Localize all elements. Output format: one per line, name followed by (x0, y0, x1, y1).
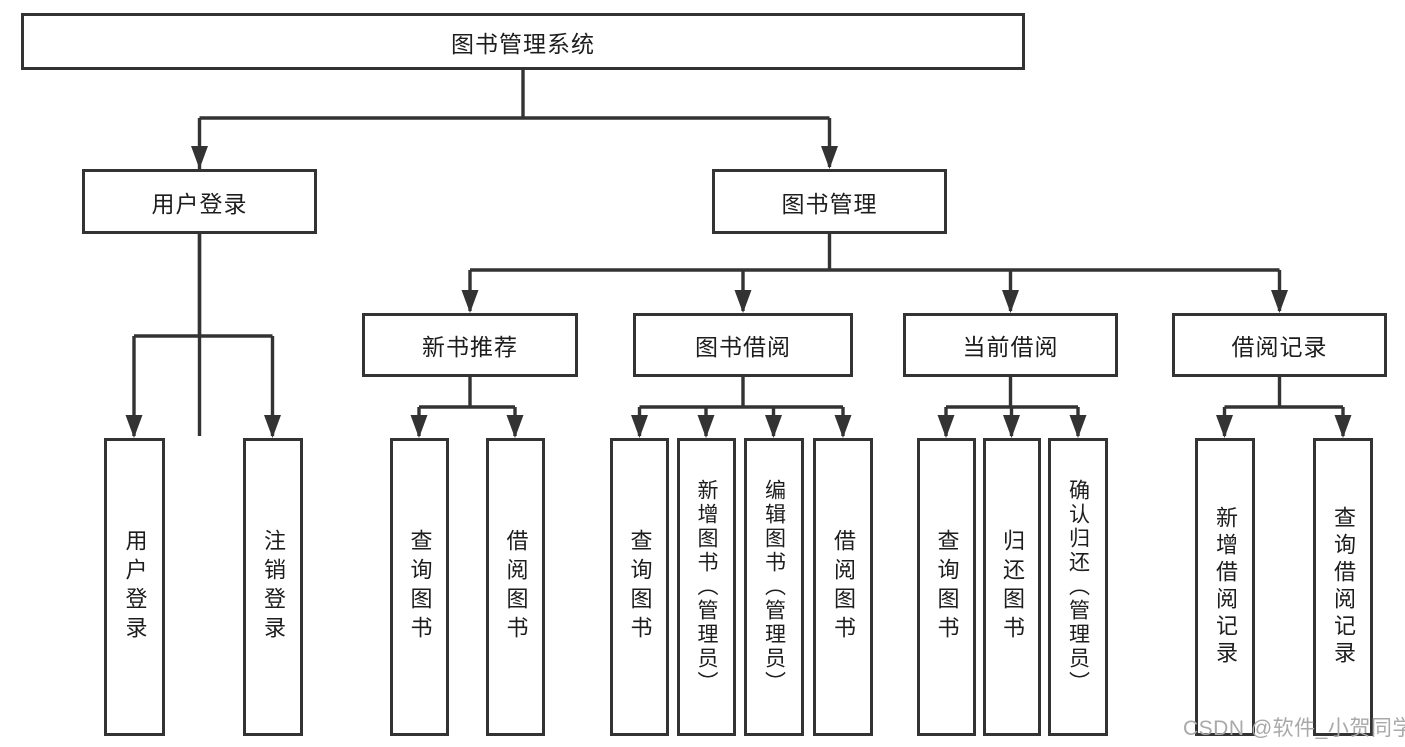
leaf-user-login-label: 用户登录 (122, 529, 148, 645)
leaf-confirm-return-admin: 确认归还（管理员） (1048, 438, 1108, 736)
node-borrow-records-label: 借阅记录 (1231, 334, 1328, 360)
node-current-borrow: 当前借阅 (903, 313, 1118, 377)
leaf-logout-label: 注销登录 (261, 529, 286, 645)
leaf-query-books-recommend: 查询图书 (390, 438, 449, 736)
leaf-borrow-books-label: 借阅图书 (831, 529, 856, 645)
node-book-management-label: 图书管理 (781, 190, 878, 217)
node-book-management: 图书管理 (712, 169, 947, 234)
node-new-book-recommend-label: 新书推荐 (422, 334, 518, 360)
leaf-edit-book-admin: 编辑图书（管理员） (744, 438, 804, 736)
node-book-borrow-label: 图书借阅 (695, 334, 791, 360)
leaf-add-book-admin: 新增图书（管理员） (677, 438, 736, 736)
arrowheads (125, 146, 1352, 438)
node-user-login-label: 用户登录 (151, 190, 248, 217)
node-user-login: 用户登录 (82, 169, 317, 234)
leaf-borrow-books-recommend-label: 借阅图书 (503, 529, 529, 645)
connector-borrow-record-children (1222, 377, 1345, 436)
connector-book-borrow-children (637, 377, 845, 436)
node-root-label: 图书管理系统 (451, 30, 595, 57)
leaf-borrow-books: 借阅图书 (813, 438, 873, 736)
leaf-confirm-return-admin-label: 确认归还（管理员） (1066, 479, 1090, 695)
connector-book-mgmt-children (468, 233, 1282, 311)
node-root: 图书管理系统 (21, 13, 1025, 70)
csdn-watermark: CSDN @软件_小贺同学 (1183, 717, 1405, 740)
node-book-borrow: 图书借阅 (633, 313, 853, 377)
leaf-add-book-admin-label: 新增图书（管理员） (695, 479, 718, 695)
leaf-borrow-books-recommend: 借阅图书 (486, 438, 545, 736)
leaf-add-borrow-record: 新增借阅记录 (1195, 438, 1255, 736)
leaf-user-login: 用户登录 (104, 438, 165, 736)
leaf-add-borrow-record-label: 新增借阅记录 (1213, 506, 1238, 668)
leaf-query-books-current: 查询图书 (917, 438, 976, 736)
node-borrow-records: 借阅记录 (1172, 313, 1387, 377)
leaf-edit-book-admin-label: 编辑图书（管理员） (762, 479, 786, 695)
leaf-query-books-current-label: 查询图书 (934, 529, 960, 645)
connector-user-login-children (132, 233, 275, 436)
node-new-book-recommend: 新书推荐 (362, 313, 578, 377)
leaf-query-borrow-record: 查询借阅记录 (1313, 438, 1373, 736)
connector-new-book-children (417, 377, 517, 436)
leaf-query-books-borrow: 查询图书 (610, 438, 669, 736)
leaf-query-books-recommend-label: 查询图书 (407, 529, 433, 645)
connector-root-to-level2 (197, 69, 832, 436)
node-current-borrow-label: 当前借阅 (962, 334, 1059, 360)
leaf-query-borrow-record-label: 查询借阅记录 (1331, 506, 1356, 668)
leaf-return-book: 归还图书 (983, 438, 1041, 736)
leaf-return-book-label: 归还图书 (1000, 529, 1025, 645)
leaf-query-books-borrow-label: 查询图书 (627, 529, 653, 645)
leaf-logout: 注销登录 (243, 438, 303, 736)
